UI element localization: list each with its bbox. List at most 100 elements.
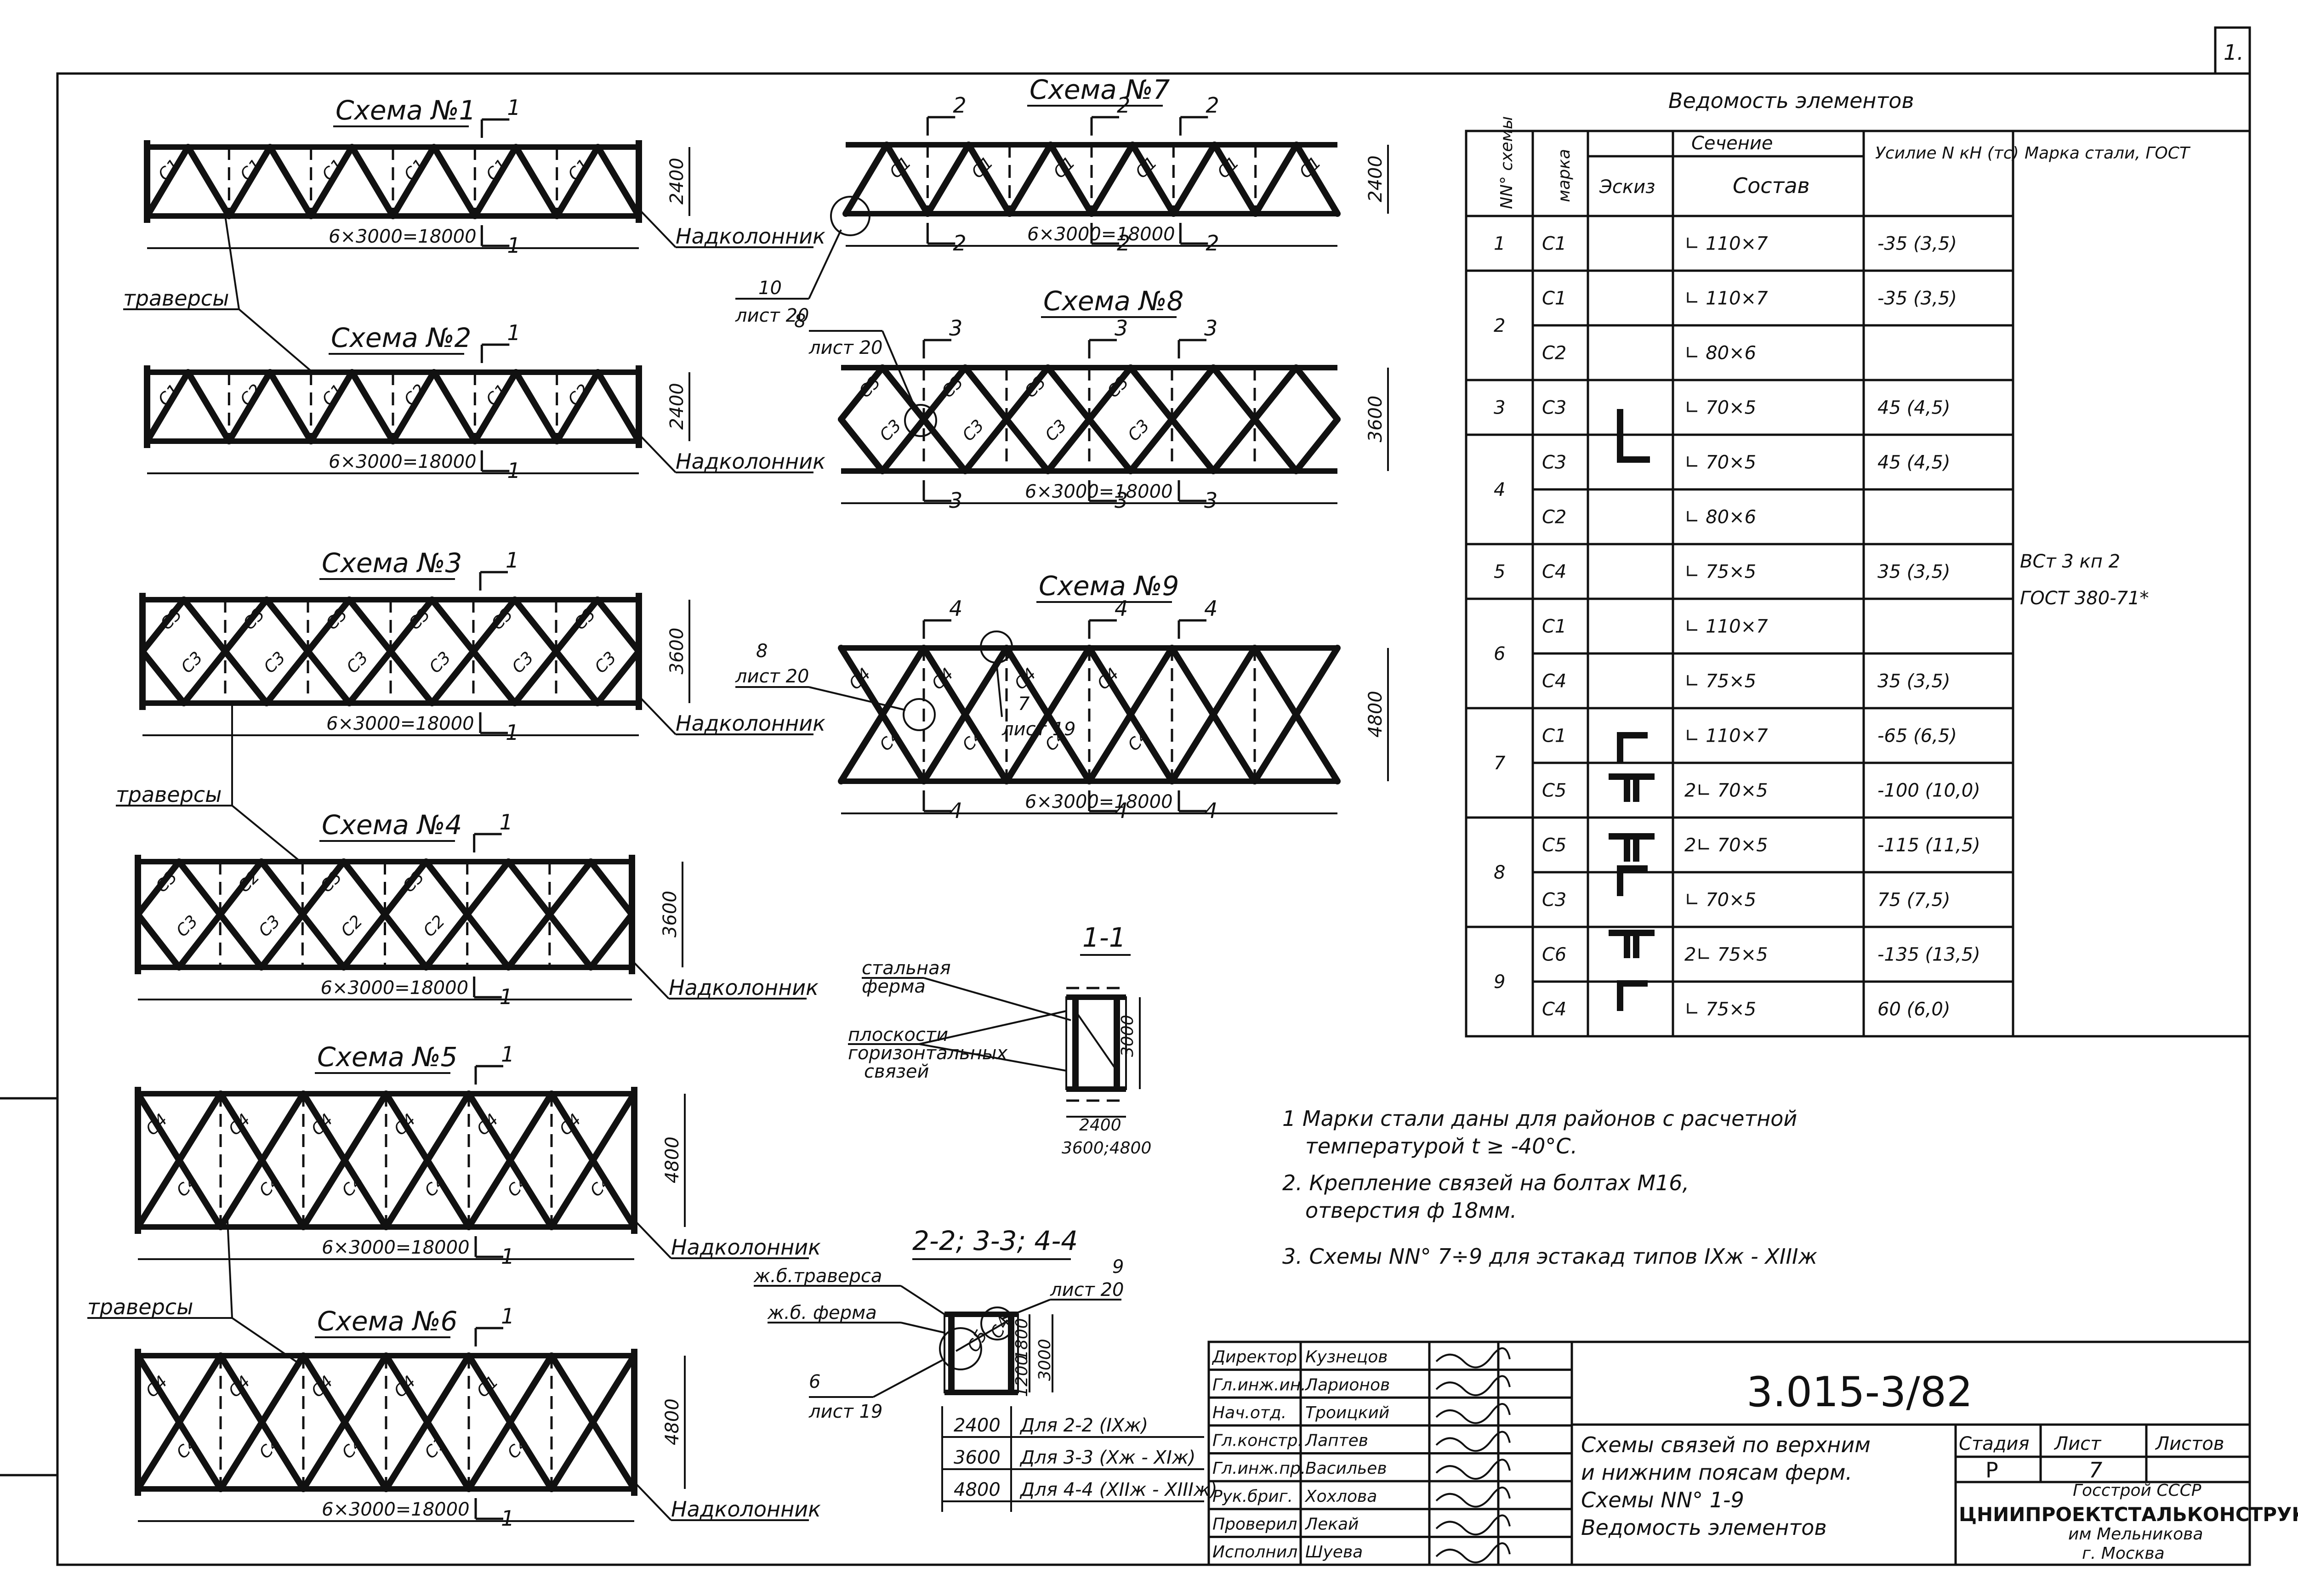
dim-width: 6×3000=18000 xyxy=(322,1499,470,1520)
cell-composition: ∟ 70×5 xyxy=(1684,890,1756,911)
col-header-force: Усилие N кН (тс) xyxy=(1875,144,2019,163)
dim-h3: 3000 xyxy=(1035,1339,1054,1381)
brace xyxy=(305,596,353,655)
section-mark: 1 xyxy=(506,548,519,573)
cell-scheme: 4 xyxy=(1494,479,1505,500)
cell-composition: ∟ 80×6 xyxy=(1684,507,1756,528)
sheet-label: Лист xyxy=(2053,1433,2102,1454)
dim-height: 4800 xyxy=(662,1136,683,1183)
section-mark: 2 xyxy=(1117,93,1130,118)
brace xyxy=(512,596,559,655)
member-mark: С4 xyxy=(256,1172,284,1201)
brace xyxy=(505,858,553,918)
signature xyxy=(1435,1375,1511,1397)
brace xyxy=(217,1352,307,1492)
col-header-section: Сечение xyxy=(1691,133,1773,154)
dim-height: 2400 xyxy=(1365,155,1386,202)
callout-sheet: лист 20 xyxy=(735,305,809,326)
section-mark: 2 xyxy=(953,231,966,256)
note-line: 1 Марки стали даны для районов с расчетн… xyxy=(1282,1106,1797,1131)
member-mark: С2 xyxy=(420,912,449,941)
member-mark: С1 xyxy=(1296,153,1325,182)
scheme-s3: Схема №3С3С3С3С3С3С3С3С3С3С3С3С36×3000=1… xyxy=(139,547,825,745)
brace xyxy=(176,911,224,971)
brace xyxy=(587,858,635,918)
cell-mark: С2 xyxy=(1542,507,1566,528)
note-line: 2. Крепление связей на болтах М16, xyxy=(1282,1170,1689,1195)
section-mark: 2 xyxy=(1206,93,1219,118)
brace xyxy=(553,369,601,444)
brace xyxy=(390,144,438,219)
brace xyxy=(512,144,560,219)
brace xyxy=(1293,364,1341,423)
cell-scheme: 5 xyxy=(1494,562,1505,583)
cell-mark: С4 xyxy=(1542,562,1566,583)
staff-role: Проверил xyxy=(1212,1515,1297,1534)
node-circle xyxy=(904,404,937,437)
brace xyxy=(258,911,306,971)
cell-composition: 2∟ 70×5 xyxy=(1684,780,1768,801)
dim-width: 2400 xyxy=(1079,1116,1121,1135)
callout-number: 6 xyxy=(809,1371,820,1392)
staff-role: Директор xyxy=(1212,1348,1297,1367)
brace xyxy=(226,144,273,219)
brace xyxy=(381,858,430,918)
section-mark: 3 xyxy=(1115,316,1128,341)
member-mark: С4 xyxy=(876,726,905,755)
brace xyxy=(1251,364,1299,423)
brace xyxy=(383,1352,472,1492)
brace xyxy=(139,596,187,655)
brace xyxy=(135,858,182,918)
brace xyxy=(1088,142,1136,217)
cell-force: 45 (4,5) xyxy=(1877,452,1950,473)
brace xyxy=(181,648,228,706)
cell-composition: ∟ 75×5 xyxy=(1684,562,1756,583)
signature xyxy=(1435,1542,1511,1563)
section-title: 2-2; 3-3; 4-4 xyxy=(912,1225,1078,1256)
brace xyxy=(135,1091,224,1230)
sheets-label: Листов xyxy=(2155,1433,2224,1454)
brace xyxy=(429,596,477,655)
org-name: ЦНИИПРОЕКТСТАЛЬКОНСТРУКЦИЯ xyxy=(1959,1503,2298,1526)
staff-name: Кузнецов xyxy=(1305,1348,1388,1367)
section-mark: 1 xyxy=(501,1244,514,1269)
brace xyxy=(1086,416,1134,474)
cell-force: -115 (11,5) xyxy=(1877,835,1980,856)
cell-mark: С3 xyxy=(1542,398,1566,419)
node-callouts: 10 лист 20 8 лист 20 8 лист 20 7 лист 19 xyxy=(735,196,1075,740)
brace xyxy=(1086,364,1134,423)
brace xyxy=(1127,364,1175,423)
brace xyxy=(1293,142,1341,217)
cell-mark: С6 xyxy=(1542,944,1566,966)
brace xyxy=(139,648,187,706)
cell-scheme: 6 xyxy=(1494,643,1505,665)
section-mark: 1 xyxy=(507,458,520,483)
cell-force: -65 (6,5) xyxy=(1877,726,1957,747)
member-mark: С4 xyxy=(173,1434,202,1463)
dim-height: 4800 xyxy=(1365,691,1386,738)
brace xyxy=(466,1352,555,1492)
member-mark: С4 xyxy=(959,726,988,755)
cell-composition: ∟ 70×5 xyxy=(1684,398,1756,419)
brace xyxy=(1211,142,1259,217)
brace xyxy=(512,648,559,706)
scheme-title: Схема №5 xyxy=(317,1041,457,1073)
brace xyxy=(217,1091,307,1230)
brace xyxy=(1045,364,1092,423)
brace xyxy=(512,369,560,444)
brace xyxy=(217,858,265,918)
dim-width: 6×3000=18000 xyxy=(329,226,477,247)
brace xyxy=(346,648,394,706)
section-mark: 1 xyxy=(507,95,520,120)
dim-width: 6×3000=18000 xyxy=(322,1237,470,1258)
scheme-s9: Схема №9С4С4С4С4С4С4С4С46×3000=180004800… xyxy=(838,570,1389,823)
truss-label: ферма xyxy=(862,976,926,997)
staff-name: Ларионов xyxy=(1304,1375,1390,1394)
callout-number: 7 xyxy=(1018,693,1030,715)
member-mark: С1 xyxy=(1050,153,1079,182)
brace xyxy=(258,858,306,918)
dim-h1: 1800 xyxy=(1012,1318,1031,1360)
member-mark: С4 xyxy=(338,1434,367,1463)
signature xyxy=(1435,1459,1511,1480)
